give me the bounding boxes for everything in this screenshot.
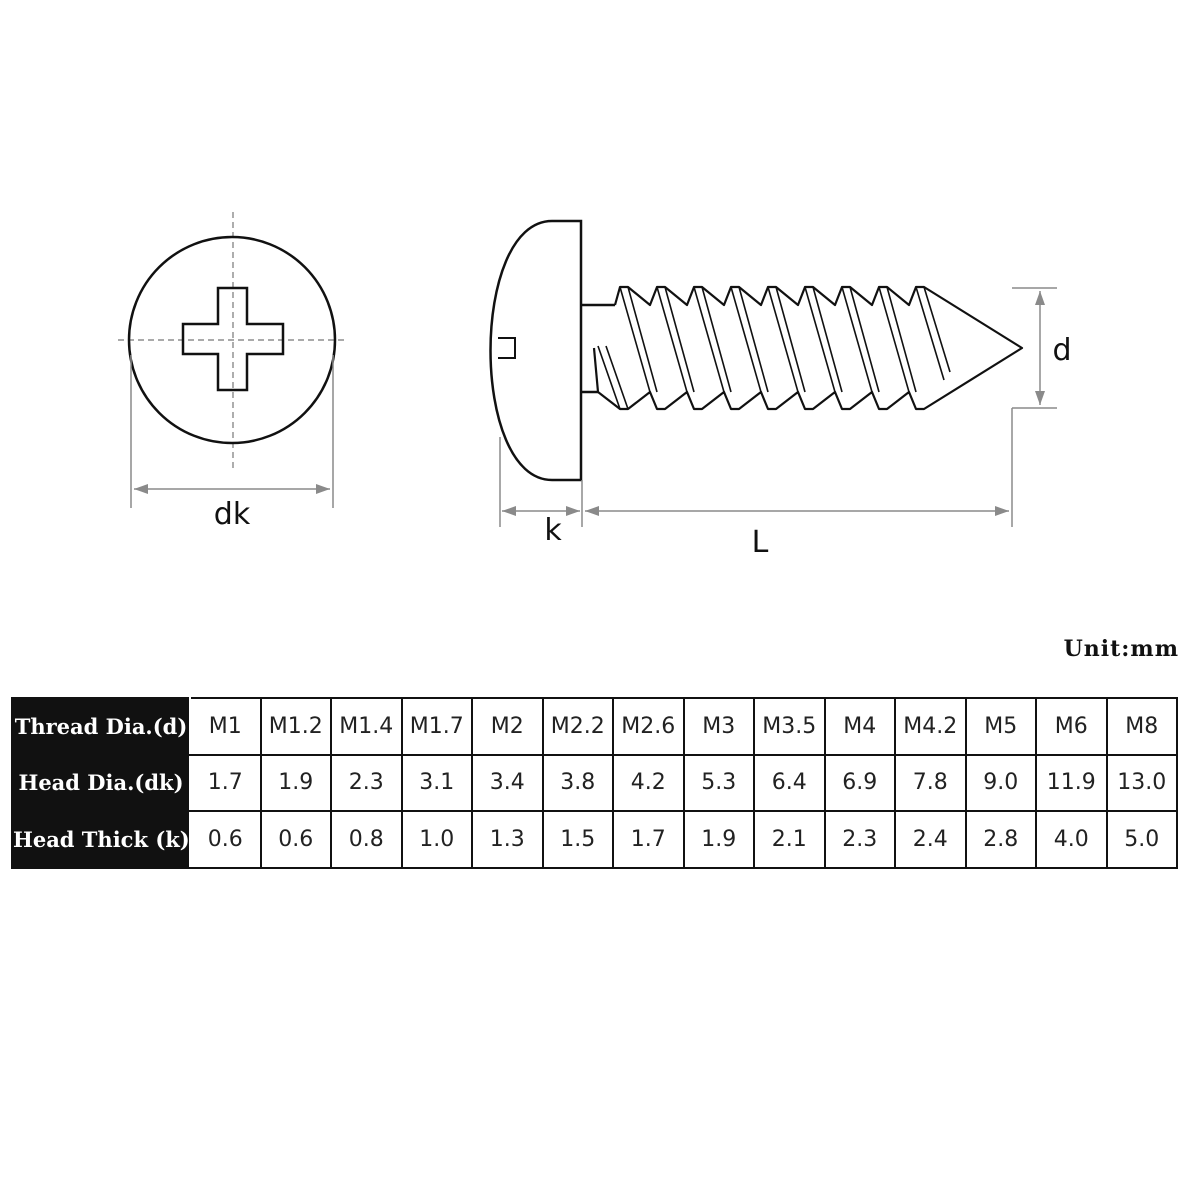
table-cell: 11.9 [1035, 753, 1108, 813]
table-cell: M4.2 [894, 697, 967, 756]
table-cell: 1.7 [189, 753, 262, 813]
d-label: d [1052, 333, 1071, 368]
table-cell: 2.3 [823, 810, 896, 869]
table-cell: 1.9 [682, 810, 755, 869]
table-cell: 7.8 [894, 753, 967, 813]
head-top-view: dk [118, 212, 345, 532]
thread-profile [592, 285, 1024, 411]
table-cell: 1.0 [400, 810, 473, 869]
dk-label: dk [214, 497, 251, 532]
table-cell: M6 [1035, 697, 1108, 756]
screw-drawing: dk [118, 212, 1072, 560]
thread-crests [597, 286, 951, 410]
table-cell: M2.2 [541, 697, 614, 756]
table-cell: 5.3 [682, 753, 755, 813]
table-cell: 2.3 [330, 753, 403, 813]
screw-side-view: k L d [489, 219, 1072, 560]
k-arrow-left [502, 506, 516, 516]
L-arrow-right [995, 506, 1009, 516]
d-arrow-top [1035, 291, 1045, 305]
table-cell: 1.7 [612, 810, 685, 869]
k-label: k [544, 513, 562, 548]
table-cell: M8 [1105, 697, 1178, 756]
table-cell: M5 [964, 697, 1037, 756]
head-slot [498, 337, 516, 359]
table-cell: M4 [823, 697, 896, 756]
table-cell: 1.5 [541, 810, 614, 869]
k-arrow-right [566, 506, 580, 516]
table-cell: 4.0 [1035, 810, 1108, 869]
table-cell: M3.5 [753, 697, 826, 756]
table-cell: M1.4 [330, 697, 403, 756]
table-cell: M1.2 [259, 697, 332, 756]
table-cell: M3 [682, 697, 755, 756]
table-cell: 0.8 [330, 810, 403, 869]
table-cell: M2.6 [612, 697, 685, 756]
table-cell: 3.4 [471, 753, 544, 813]
d-arrow-bottom [1035, 391, 1045, 405]
table-cell: 3.8 [541, 753, 614, 813]
L-label: L [752, 525, 769, 560]
table-cell: M1 [189, 697, 262, 756]
phillips-recess-icon [181, 286, 285, 392]
unit-label: Unit:mm [1063, 636, 1179, 662]
table-cell: 2.1 [753, 810, 826, 869]
head-outline [127, 235, 337, 445]
table-cell: 3.1 [400, 753, 473, 813]
L-arrow-left [585, 506, 599, 516]
table-cell: 0.6 [259, 810, 332, 869]
table-cell: 1.3 [471, 810, 544, 869]
row-header: Head Dia.(dk) [11, 753, 191, 813]
table-cell: 6.4 [753, 753, 826, 813]
table-cell: 5.0 [1105, 810, 1178, 869]
table-cell: 6.9 [823, 753, 896, 813]
table-cell: 2.4 [894, 810, 967, 869]
table-cell: 1.9 [259, 753, 332, 813]
table-cell: 0.6 [189, 810, 262, 869]
table-cell: M1.7 [400, 697, 473, 756]
row-header: Head Thick (k) [11, 810, 191, 869]
table-cell: M2 [471, 697, 544, 756]
dk-arrow-right [316, 484, 330, 494]
table-cell: 13.0 [1105, 753, 1178, 813]
dk-arrow-left [134, 484, 148, 494]
table-cell: 2.8 [964, 810, 1037, 869]
table-cell: 9.0 [964, 753, 1037, 813]
table-cell: 4.2 [612, 753, 685, 813]
screw-head-profile [489, 219, 583, 482]
row-header: Thread Dia.(d) [11, 697, 191, 756]
